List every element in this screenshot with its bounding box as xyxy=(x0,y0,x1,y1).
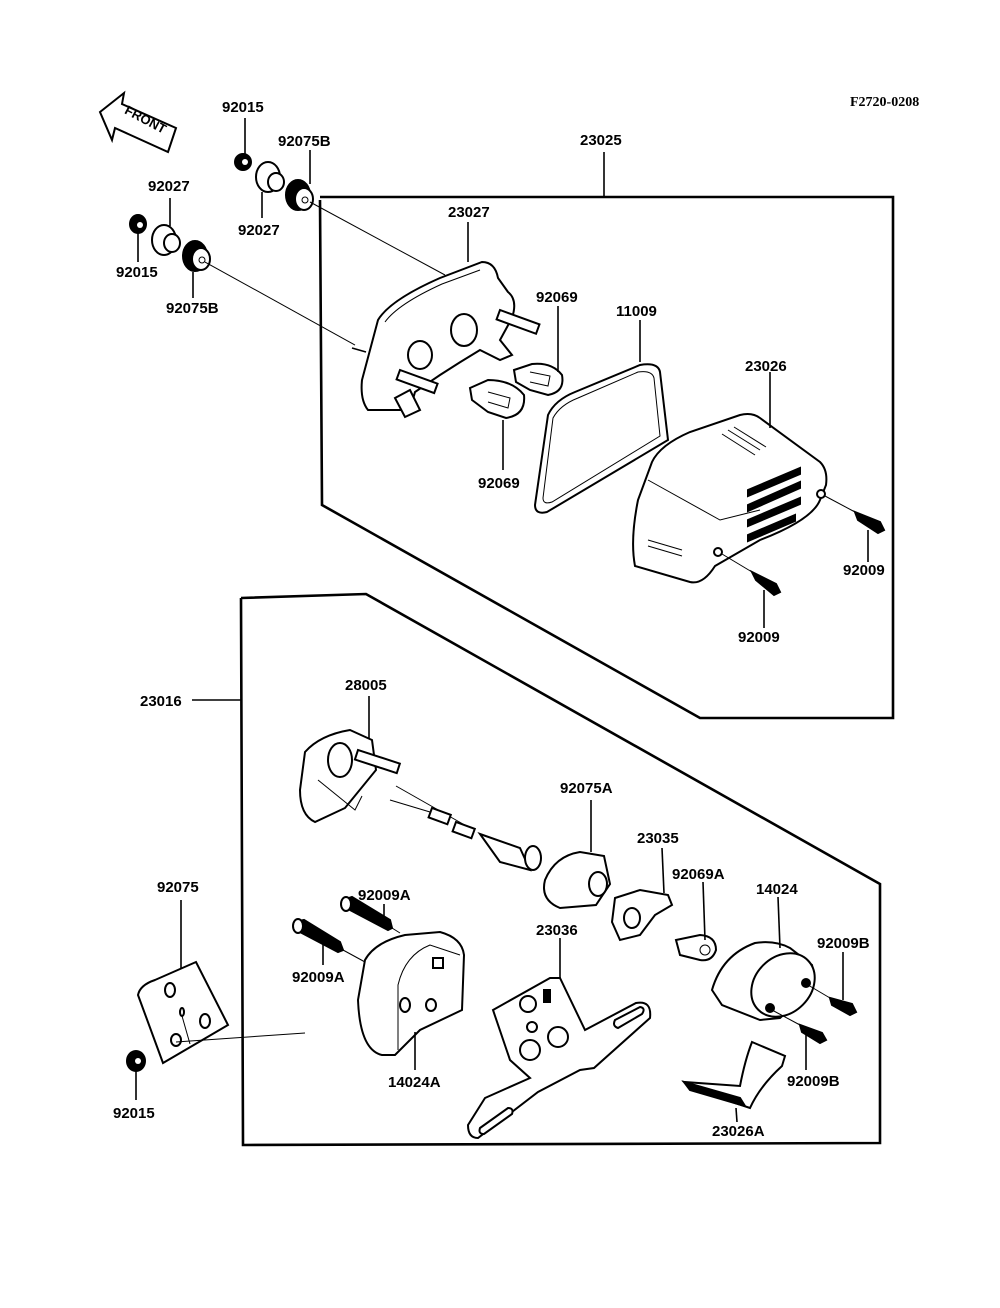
label-23035: 23035 xyxy=(637,830,679,847)
label-92009-right: 92009 xyxy=(843,562,885,579)
grommet-92075B-top xyxy=(285,150,446,276)
label-23027: 23027 xyxy=(448,204,490,221)
assembly-23025-frame xyxy=(318,152,895,720)
nut-92015-bottom xyxy=(126,1050,146,1100)
screw-92009B-top xyxy=(807,952,858,1017)
bulb-92069-bottom xyxy=(468,378,526,470)
grommet-92075B-left xyxy=(182,240,356,346)
bulb-92069-top xyxy=(512,306,564,397)
label-left-92075B: 92075B xyxy=(166,300,219,317)
label-top-92027-right: 92027 xyxy=(238,222,280,239)
label-23026: 23026 xyxy=(745,358,787,375)
screw-92009B-bottom xyxy=(771,1009,828,1070)
gasket-11009 xyxy=(533,320,670,514)
label-92075: 92075 xyxy=(157,879,199,896)
socket-28005 xyxy=(298,696,542,872)
label-left-92015: 92015 xyxy=(116,264,158,281)
plate-92075 xyxy=(136,900,306,1065)
label-92009B-top: 92009B xyxy=(817,935,870,952)
label-23026A: 23026A xyxy=(712,1123,765,1140)
figure-code: F2720-0208 xyxy=(850,95,919,110)
assembly-23016-frame xyxy=(192,592,882,1147)
label-23025: 23025 xyxy=(580,132,622,149)
label-11009: 11009 xyxy=(616,303,657,320)
label-92009B-bottom: 92009B xyxy=(787,1073,840,1090)
screw-92009-right xyxy=(824,495,886,562)
housing-14024A xyxy=(356,930,466,1070)
label-top-92075B: 92075B xyxy=(278,133,331,150)
bracket-23036 xyxy=(466,938,652,1140)
screw-92009-bottom xyxy=(721,553,782,628)
label-92069-top: 92069 xyxy=(536,289,578,306)
washer-92027-left xyxy=(151,198,181,256)
label-28005: 28005 xyxy=(345,677,387,694)
lens-23026 xyxy=(632,372,828,584)
label-92009-bottom: 92009 xyxy=(738,629,780,646)
label-14024A: 14024A xyxy=(388,1074,441,1091)
lens-23026A xyxy=(681,1040,787,1123)
label-92069A: 92069A xyxy=(672,866,725,883)
bulb-92069A xyxy=(674,881,718,962)
label-top-92027-left: 92027 xyxy=(148,178,190,195)
screw-92009A-bottom xyxy=(292,918,366,965)
nut-92015-left xyxy=(129,214,147,262)
label-top-92015: 92015 xyxy=(222,99,264,116)
label-23036: 23036 xyxy=(536,922,578,939)
label-23016: 23016 xyxy=(140,693,182,710)
lens-14024 xyxy=(710,896,816,1022)
front-arrow-icon: FRONT xyxy=(98,90,178,154)
holder-23035 xyxy=(610,847,674,942)
label-14024: 14024 xyxy=(756,881,798,898)
label-92069-bottom: 92069 xyxy=(478,475,520,492)
lamp-base-23027 xyxy=(351,222,541,419)
nut-92015-top xyxy=(234,118,252,171)
screw-92009A-top xyxy=(340,895,401,934)
label-nut-92015-bottom: 92015 xyxy=(113,1105,155,1122)
grommet-92075A xyxy=(543,800,612,910)
label-92009A-bottom: 92009A xyxy=(292,969,345,986)
washer-92027-top xyxy=(255,161,285,218)
label-92075A: 92075A xyxy=(560,780,613,797)
label-92009A-top: 92009A xyxy=(358,887,411,904)
